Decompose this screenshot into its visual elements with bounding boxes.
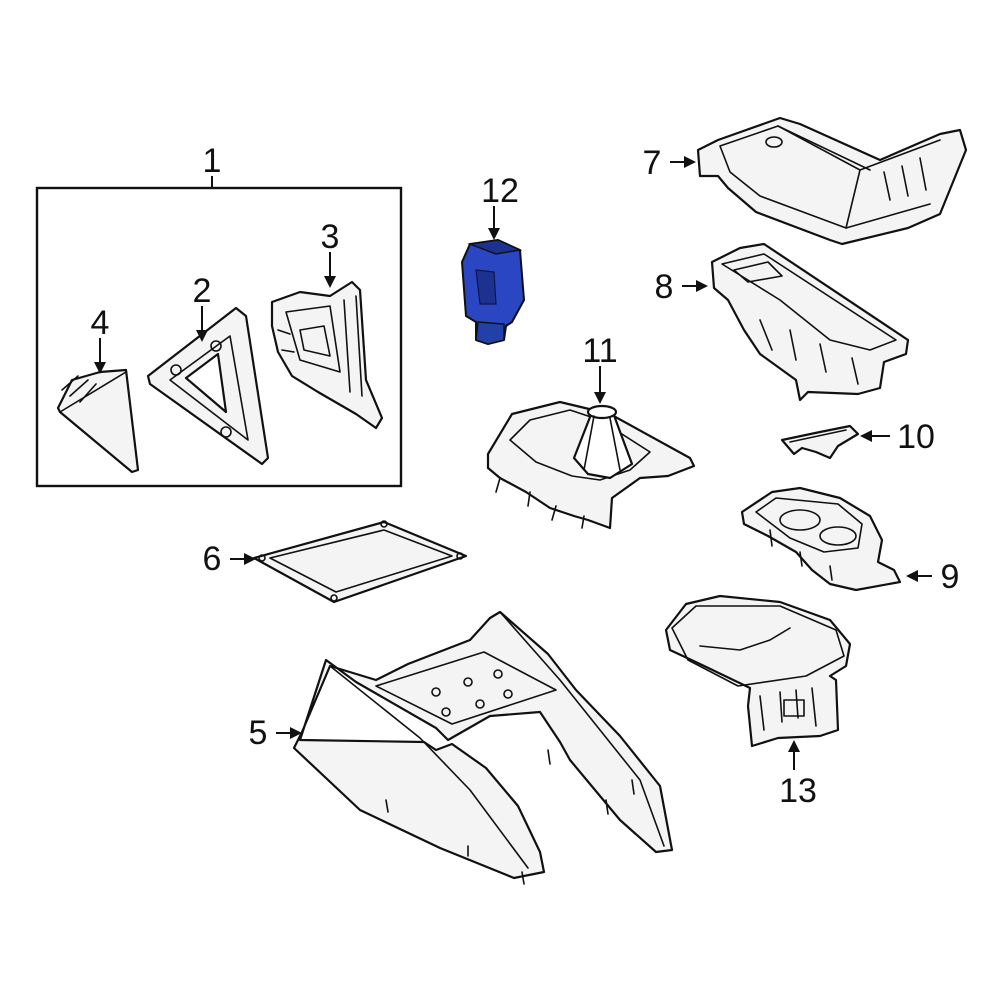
part-7[interactable] [696, 116, 968, 246]
callout-9: 9 [941, 558, 960, 596]
callout-8: 8 [655, 268, 674, 306]
arrow-6 [244, 553, 256, 565]
callout-12: 12 [481, 172, 519, 210]
part-3[interactable] [270, 280, 384, 430]
part-9[interactable] [740, 486, 902, 592]
callout-1: 1 [203, 142, 222, 180]
arrow-4 [94, 362, 106, 374]
group-1-assembly [35, 176, 403, 488]
part-10[interactable] [780, 424, 860, 460]
arrow-8 [696, 280, 708, 292]
part-4[interactable] [56, 368, 140, 474]
part-2[interactable] [146, 306, 270, 466]
callout-5: 5 [249, 714, 268, 752]
arrow-11 [594, 392, 606, 404]
part-6[interactable] [252, 520, 468, 604]
part-12[interactable] [461, 239, 525, 345]
arrow-9 [906, 570, 918, 582]
group-1-frame [35, 186, 403, 488]
part-13[interactable] [664, 594, 852, 748]
arrow-12 [488, 228, 500, 240]
arrow-2 [196, 330, 208, 342]
arrow-10 [860, 430, 872, 442]
callout-3: 3 [321, 218, 340, 256]
part-11[interactable] [486, 400, 696, 530]
callout-6: 6 [203, 540, 222, 578]
callout-10: 10 [897, 418, 935, 456]
part-5[interactable] [292, 610, 674, 885]
part-8[interactable] [710, 242, 910, 402]
callout-7: 7 [643, 144, 662, 182]
arrow-13 [788, 740, 800, 752]
callout-4: 4 [91, 304, 110, 342]
arrow-7 [684, 156, 696, 168]
arrow-3 [324, 276, 336, 288]
callout-13: 13 [779, 772, 817, 810]
callout-2: 2 [193, 272, 212, 310]
arrow-5 [290, 727, 302, 739]
callout-11: 11 [582, 332, 617, 370]
